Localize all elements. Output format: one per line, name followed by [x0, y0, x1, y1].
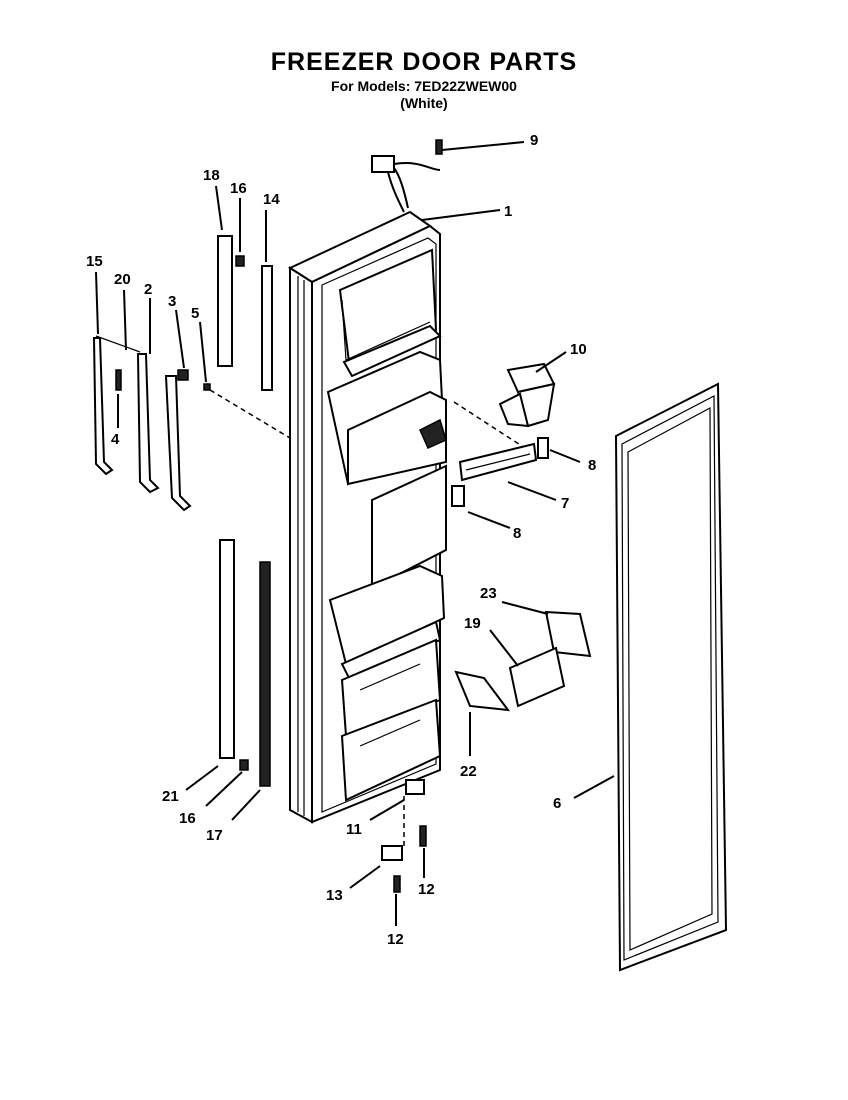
callout-14: 14: [263, 191, 280, 208]
callout-8-lower: 8: [513, 525, 521, 542]
diagram-title: FREEZER DOOR PARTS: [270, 48, 578, 76]
bottom-trim-strips: [219, 539, 271, 787]
callout-5: 5: [191, 305, 199, 322]
bottom-hinge-parts: [381, 779, 427, 893]
callout-4: 4: [111, 431, 120, 448]
callout-9: 9: [530, 132, 538, 149]
model-line: For Models: 7ED22ZWEW00: [331, 78, 517, 94]
leader-lines: [95, 141, 615, 926]
callout-21: 21: [162, 788, 179, 805]
callout-17: 17: [206, 827, 223, 844]
top-trim-strips: [217, 235, 273, 391]
callout-labels: 9 1 18 16 14 15 20 2 3 5 4 10 8 7 8 23 1…: [86, 132, 596, 948]
callout-3: 3: [168, 293, 176, 310]
callout-16-top: 16: [230, 180, 247, 197]
callout-1: 1: [504, 203, 512, 220]
callout-20: 20: [114, 271, 131, 288]
part-9-screw: [435, 139, 443, 155]
callout-22: 22: [460, 763, 477, 780]
part-6-gasket: [614, 382, 728, 972]
freezer-door-assembly: [287, 210, 447, 824]
callout-16-bottom: 16: [179, 810, 196, 827]
callout-10: 10: [570, 341, 587, 358]
callout-7: 7: [561, 495, 569, 512]
callout-23: 23: [480, 585, 497, 602]
callout-2: 2: [144, 281, 152, 298]
callout-13: 13: [326, 887, 343, 904]
hinge-bracket-parts: [92, 335, 291, 512]
callout-6: 6: [553, 795, 561, 812]
callout-19: 19: [464, 615, 481, 632]
door-bins: [454, 610, 592, 712]
callout-11: 11: [346, 821, 362, 838]
part-7-8-rail: [451, 437, 549, 507]
callout-12-bottom: 12: [387, 931, 404, 948]
part-10-chute: [453, 362, 556, 451]
callout-18: 18: [203, 167, 220, 184]
wire-harness: [371, 155, 441, 213]
callout-15: 15: [86, 253, 103, 270]
color-line: (White): [400, 95, 448, 111]
callout-8-upper: 8: [588, 457, 596, 474]
callout-12-right: 12: [418, 881, 435, 898]
